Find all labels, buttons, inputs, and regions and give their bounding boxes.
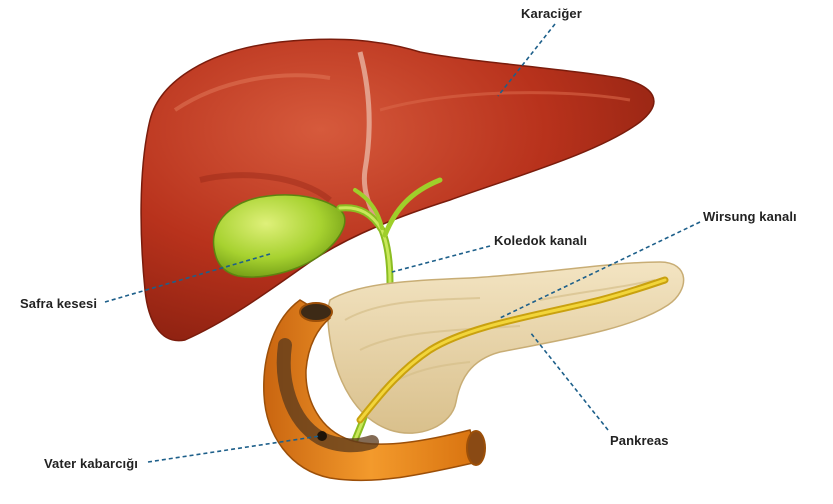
ampulla-of-vater [317, 431, 327, 441]
label-common-bile-duct: Koledok kanalı [494, 233, 587, 248]
label-liver: Karaciğer [521, 6, 582, 21]
label-pancreatic-duct: Wirsung kanalı [703, 209, 797, 224]
leader-line-koledok [392, 246, 490, 272]
label-ampulla-of-vater: Vater kabarcığı [44, 456, 138, 471]
label-gallbladder: Safra kesesi [20, 296, 97, 311]
leader-line-pancreas [530, 332, 608, 430]
label-pancreas: Pankreas [610, 433, 669, 448]
